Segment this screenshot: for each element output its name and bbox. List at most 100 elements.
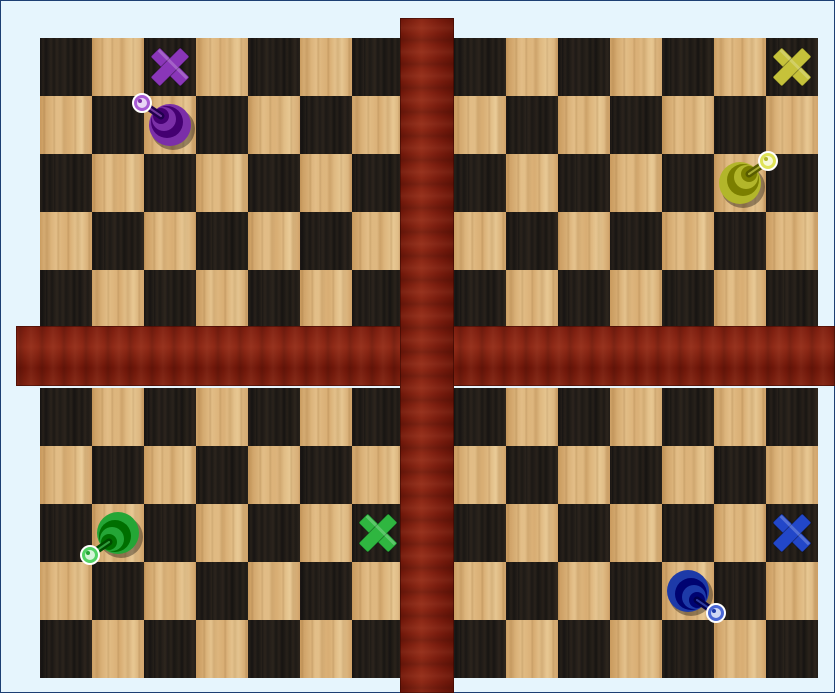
board-square[interactable]	[300, 270, 352, 328]
board-square[interactable]	[196, 388, 248, 446]
board-square[interactable]	[248, 38, 300, 96]
board-square[interactable]	[40, 212, 92, 270]
board-square[interactable]	[454, 504, 506, 562]
board-square[interactable]	[144, 212, 196, 270]
board-square[interactable]	[610, 96, 662, 154]
board-square[interactable]	[352, 96, 404, 154]
board-square[interactable]	[558, 388, 610, 446]
board-square[interactable]	[610, 388, 662, 446]
board-square[interactable]	[766, 620, 818, 678]
board-square[interactable]	[506, 620, 558, 678]
board-square[interactable]	[144, 388, 196, 446]
board-square[interactable]	[300, 504, 352, 562]
board-square[interactable]	[248, 270, 300, 328]
board-square[interactable]	[610, 270, 662, 328]
board-square[interactable]	[454, 388, 506, 446]
board-square[interactable]	[610, 38, 662, 96]
board-square[interactable]	[300, 96, 352, 154]
board-square[interactable]	[558, 154, 610, 212]
board-square[interactable]	[40, 620, 92, 678]
board-square[interactable]	[196, 446, 248, 504]
board-square[interactable]	[766, 388, 818, 446]
board-square[interactable]	[558, 562, 610, 620]
board-square[interactable]	[506, 562, 558, 620]
board-square[interactable]	[714, 38, 766, 96]
board-square[interactable]	[144, 270, 196, 328]
board-square[interactable]	[454, 154, 506, 212]
board-square[interactable]	[662, 270, 714, 328]
board-square[interactable]	[248, 620, 300, 678]
board-square[interactable]	[248, 154, 300, 212]
purple-pawn-icon[interactable]	[115, 80, 225, 170]
board-square[interactable]	[454, 212, 506, 270]
board-square[interactable]	[506, 96, 558, 154]
board-square[interactable]	[40, 270, 92, 328]
board-square[interactable]	[40, 154, 92, 212]
board-square[interactable]	[300, 388, 352, 446]
board-square[interactable]	[352, 38, 404, 96]
board-square[interactable]	[506, 388, 558, 446]
board-square[interactable]	[352, 212, 404, 270]
board-square[interactable]	[352, 446, 404, 504]
board-square[interactable]	[196, 504, 248, 562]
board-square[interactable]	[196, 562, 248, 620]
board-square[interactable]	[506, 38, 558, 96]
board-square[interactable]	[558, 212, 610, 270]
board-square[interactable]	[454, 96, 506, 154]
board-square[interactable]	[40, 38, 92, 96]
board-square[interactable]	[506, 270, 558, 328]
board-square[interactable]	[248, 212, 300, 270]
green-pawn-icon[interactable]	[63, 488, 173, 578]
board-square[interactable]	[92, 212, 144, 270]
board-square[interactable]	[352, 270, 404, 328]
board-square[interactable]	[558, 620, 610, 678]
board-square[interactable]	[248, 96, 300, 154]
board-square[interactable]	[40, 388, 92, 446]
board-square[interactable]	[454, 446, 506, 504]
board-square[interactable]	[766, 562, 818, 620]
board-square[interactable]	[300, 446, 352, 504]
board-square[interactable]	[558, 504, 610, 562]
board-square[interactable]	[248, 388, 300, 446]
board-square[interactable]	[714, 388, 766, 446]
board-square[interactable]	[766, 270, 818, 328]
board-square[interactable]	[196, 270, 248, 328]
board-square[interactable]	[92, 270, 144, 328]
board-square[interactable]	[300, 212, 352, 270]
board-square[interactable]	[144, 620, 196, 678]
board-square[interactable]	[506, 212, 558, 270]
board-square[interactable]	[352, 154, 404, 212]
board-square[interactable]	[352, 562, 404, 620]
board-square[interactable]	[352, 388, 404, 446]
board-square[interactable]	[558, 96, 610, 154]
blue-pawn-icon[interactable]	[633, 546, 743, 636]
board-square[interactable]	[662, 388, 714, 446]
board-square[interactable]	[352, 620, 404, 678]
board-square[interactable]	[454, 562, 506, 620]
board-square[interactable]	[248, 446, 300, 504]
board-square[interactable]	[558, 38, 610, 96]
board-square[interactable]	[300, 154, 352, 212]
board-square[interactable]	[558, 446, 610, 504]
board-square[interactable]	[40, 96, 92, 154]
board-square[interactable]	[506, 154, 558, 212]
board-square[interactable]	[196, 620, 248, 678]
yellow-pawn-icon[interactable]	[685, 138, 795, 228]
board-square[interactable]	[300, 620, 352, 678]
board-square[interactable]	[196, 212, 248, 270]
board-square[interactable]	[92, 388, 144, 446]
board-square[interactable]	[92, 620, 144, 678]
board-square[interactable]	[454, 38, 506, 96]
board-square[interactable]	[248, 504, 300, 562]
board-square[interactable]	[300, 38, 352, 96]
board-square[interactable]	[610, 446, 662, 504]
board-square[interactable]	[610, 212, 662, 270]
board-square[interactable]	[714, 446, 766, 504]
board-square[interactable]	[454, 620, 506, 678]
board-square[interactable]	[454, 270, 506, 328]
board-square[interactable]	[506, 446, 558, 504]
board-square[interactable]	[610, 154, 662, 212]
board-square[interactable]	[248, 562, 300, 620]
board-square[interactable]	[662, 38, 714, 96]
board-square[interactable]	[300, 562, 352, 620]
